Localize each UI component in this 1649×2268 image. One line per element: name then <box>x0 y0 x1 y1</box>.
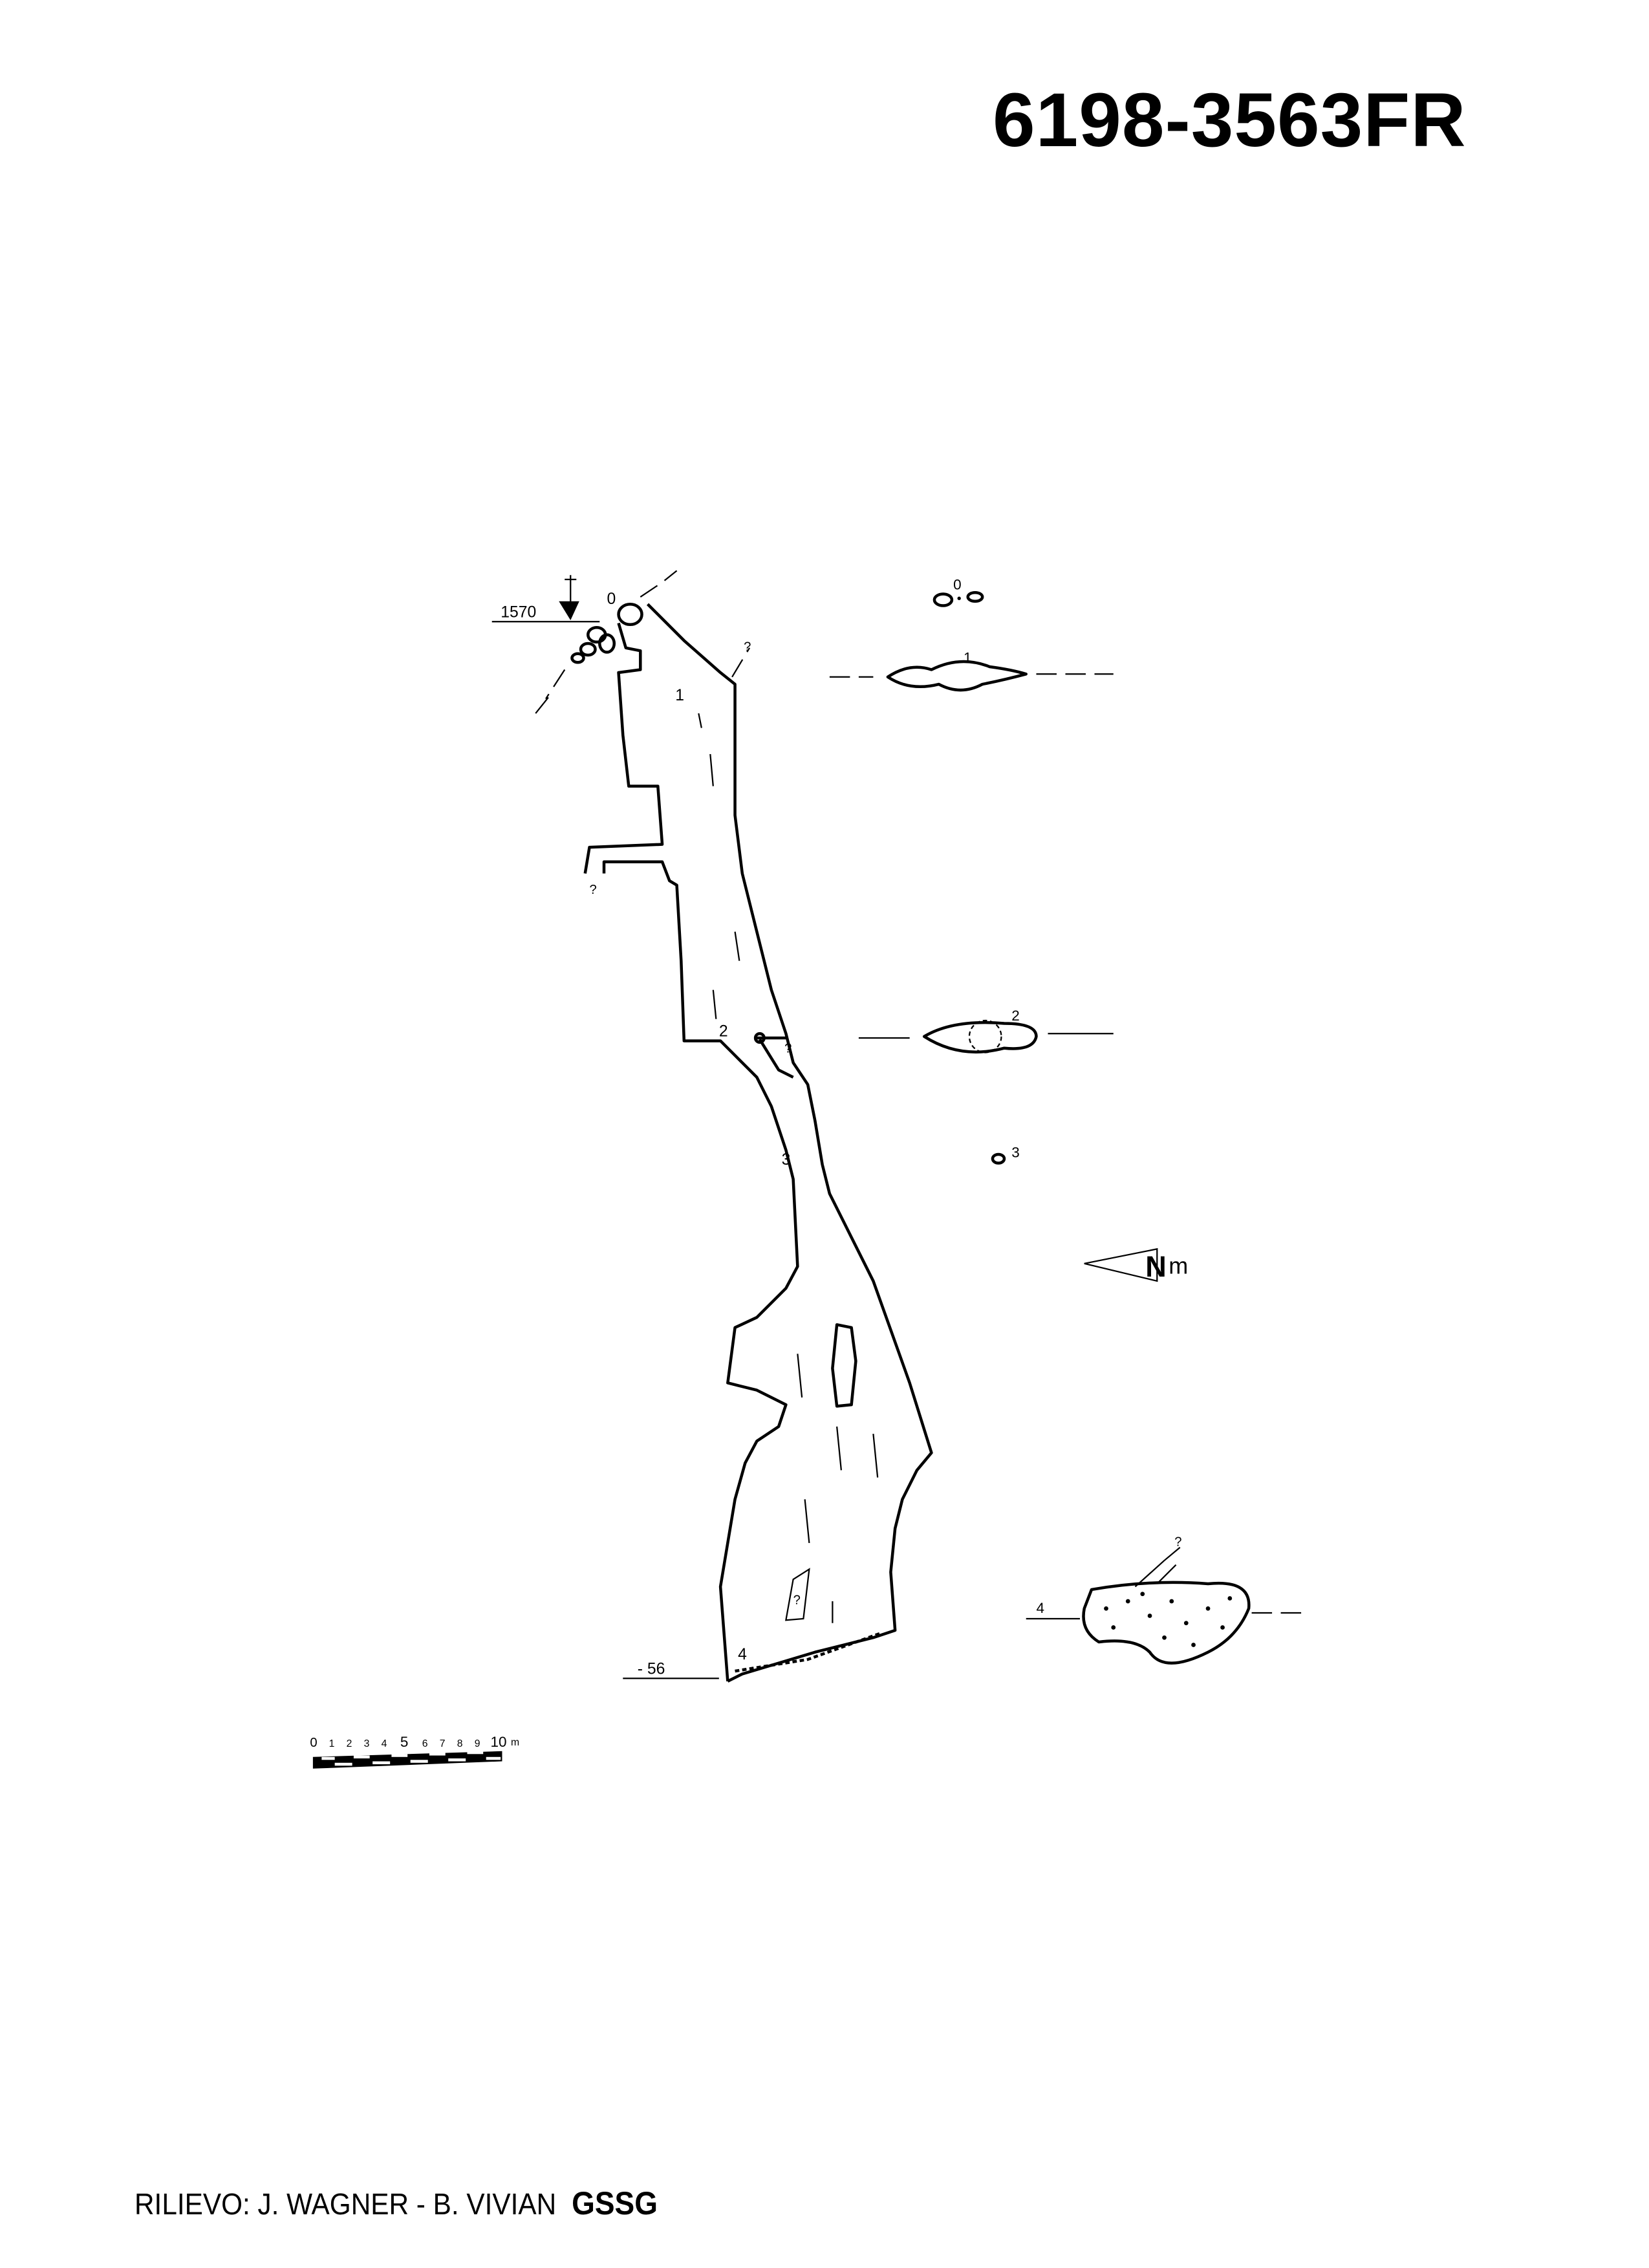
north-arrow-suffix: m <box>1169 1253 1188 1279</box>
unknown-lead-mark: ? <box>1174 1535 1181 1549</box>
north-arrow-letter: N <box>1145 1250 1167 1283</box>
survey-code-title: 6198-3563FR <box>993 78 1467 163</box>
section-3-shape <box>991 1152 1006 1165</box>
station-3-label: 3 <box>782 1151 791 1169</box>
scale-tick: 3 <box>364 1738 370 1749</box>
section-4-shape <box>1026 1545 1310 1665</box>
scale-tick: 4 <box>382 1738 387 1749</box>
scale-tick: 2 <box>347 1738 352 1749</box>
cave-left-wall <box>583 622 799 1681</box>
scale-tick: 10 <box>490 1734 506 1750</box>
station-2-label: 2 <box>719 1023 728 1041</box>
entrance-boulders <box>535 570 678 714</box>
pillar <box>831 1323 857 1408</box>
surveyors-credit: RILIEVO: J. WAGNER - B. VIVIAN <box>135 2187 557 2221</box>
section-0-label: 0 <box>953 577 962 593</box>
scale-tick: 8 <box>457 1738 463 1749</box>
unknown-lead-mark: ? <box>793 1593 801 1607</box>
bottom-depth-label: - 56 <box>638 1660 665 1678</box>
block-outline <box>784 1568 810 1621</box>
scale-tick: 7 <box>440 1738 446 1749</box>
section-2-label: 2 <box>1011 1008 1020 1024</box>
section-2-shape <box>858 1019 1114 1053</box>
scale-tick: 6 <box>422 1738 428 1749</box>
section-3-label: 3 <box>1011 1145 1020 1161</box>
section-0-shape <box>932 591 984 607</box>
unexplored-lead <box>731 647 751 678</box>
survey-credits: RILIEVO: J. WAGNER - B. VIVIAN GSSG <box>135 2185 658 2222</box>
scale-tick: 0 <box>310 1736 317 1750</box>
scale-tick: 9 <box>475 1738 480 1749</box>
scale-tick: 5 <box>400 1734 409 1750</box>
side-passage-2 <box>757 1036 794 1079</box>
scale-bar <box>312 1751 502 1769</box>
unknown-lead-mark: ? <box>784 1041 792 1055</box>
entrance-elevation-label: 1570 <box>501 604 536 621</box>
scale-bar-ticks: 0 1 2 3 4 5 6 7 8 9 10 m <box>310 1734 519 1750</box>
entrance-arrow-icon <box>559 575 579 621</box>
scale-tick: 1 <box>329 1738 335 1749</box>
section-1-shape <box>829 660 1114 692</box>
unknown-lead-mark: ? <box>590 883 597 897</box>
cave-right-wall <box>646 603 933 1683</box>
floor-dashes <box>698 713 879 1623</box>
station-4-label: 4 <box>738 1646 747 1663</box>
group-name: GSSG <box>572 2185 658 2221</box>
unknown-lead-mark: ? <box>744 640 751 654</box>
station-1-label: 1 <box>675 687 684 704</box>
north-arrow-icon <box>1084 1247 1158 1282</box>
scale-unit: m <box>511 1737 519 1748</box>
station-0-label: 0 <box>607 590 616 608</box>
section-4-label: 4 <box>1036 1600 1044 1616</box>
